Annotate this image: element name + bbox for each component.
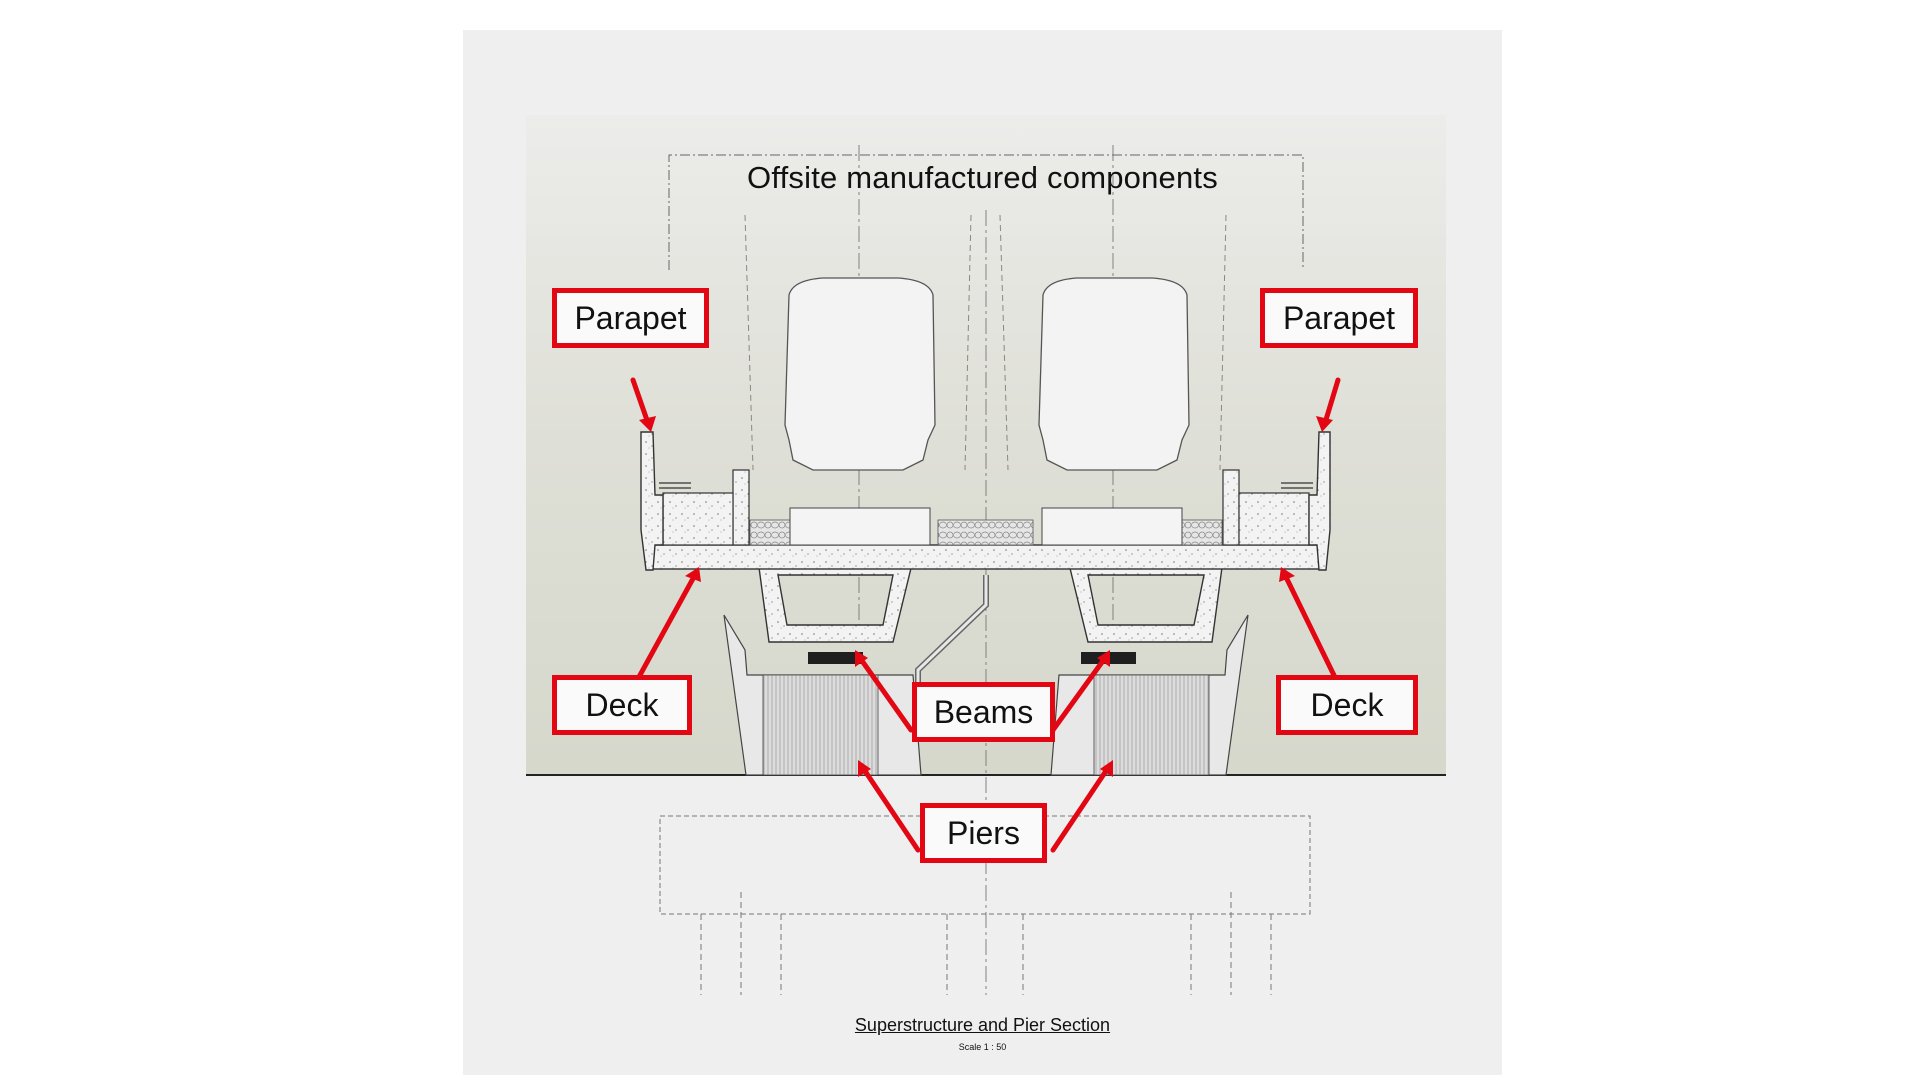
train-profile-left (784, 277, 936, 471)
label-parapet-left: Parapet (552, 288, 709, 348)
track-slabs (789, 507, 1183, 546)
train-profile-right (1038, 277, 1190, 471)
pier-left-hatch (762, 674, 879, 776)
handrails (659, 482, 1313, 489)
offsite-components-heading: Offsite manufactured components (747, 160, 1218, 195)
train-profiles (784, 277, 1190, 471)
walkway-upstands (662, 469, 1310, 546)
label-parapet-right: Parapet (1260, 288, 1418, 348)
label-piers: Piers (920, 803, 1047, 863)
drawing-caption-title: Superstructure and Pier Section (854, 1015, 1111, 1035)
deck-slab (650, 544, 1322, 570)
parapets-graphic (640, 431, 1331, 571)
annotation-arrows (620, 377, 1352, 853)
parapet-right-shape (1308, 431, 1331, 571)
label-beams: Beams (912, 682, 1055, 742)
clearance-envelopes (744, 214, 1227, 471)
offsite-boundary (668, 154, 1304, 270)
drawing-sheet: Offsite manufactured components Parapet … (463, 30, 1502, 1075)
ballast (937, 519, 1034, 546)
bridge-section-drawing (526, 115, 1446, 995)
label-deck-right: Deck (1276, 675, 1418, 735)
annotation-arrowheads (639, 416, 1333, 777)
piles (700, 892, 1272, 995)
label-deck-left: Deck (552, 675, 692, 735)
piers-graphic (723, 614, 1249, 776)
pier-right-hatch (1093, 674, 1210, 776)
drawing-caption-scale: Scale 1 : 50 (958, 1042, 1007, 1052)
parapet-left-shape (640, 431, 664, 571)
